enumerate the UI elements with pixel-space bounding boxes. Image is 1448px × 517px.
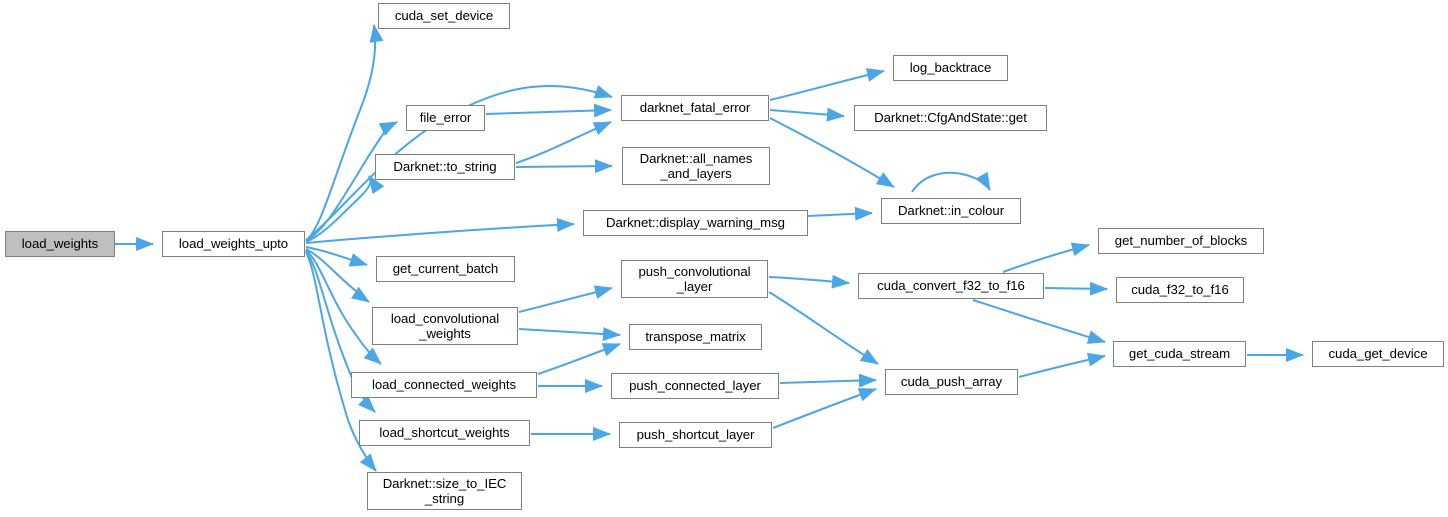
graph-node-file_error[interactable]: file_error [406,105,485,131]
graph-edge-push_connected_layer-to-cuda_push_array [779,373,877,388]
graph-edge-push_convolutional_layer-to-cuda_convert_f32_to_f16 [768,274,850,289]
graph-node-push_connected_layer[interactable]: push_connected_layer [611,373,779,399]
graph-node-Darknet::to_string[interactable]: Darknet::to_string [375,154,515,180]
graph-node-load_convolutional_weights[interactable]: load_convolutional _weights [372,307,518,345]
graph-edge-load_weights_upto-to-file_error [305,121,398,242]
graph-edge-load_convolutional_weights-to-push_convolutional_layer [518,285,613,313]
graph-node-load_connected_weights[interactable]: load_connected_weights [351,372,537,398]
graph-edge-cuda_convert_f32_to_f16-to-get_cuda_stream [972,299,1106,344]
graph-node-Darknet::display_warning_msg[interactable]: Darknet::display_warning_msg [583,210,808,236]
graph-node-label: log_backtrace [909,60,992,76]
graph-node-get_current_batch[interactable]: get_current_batch [376,256,515,282]
graph-edge-load_connected_weights-to-transpose_matrix [537,343,621,375]
graph-node-cuda_convert_f32_to_f16[interactable]: cuda_convert_f32_to_f16 [858,273,1044,299]
graph-node-cuda_get_device[interactable]: cuda_get_device [1312,341,1444,367]
graph-node-log_backtrace[interactable]: log_backtrace [893,55,1008,81]
graph-edge-darknet_fatal_error-to-Darknet::CfgAndState::get [769,107,845,122]
graph-node-label: load_convolutional _weights [390,310,500,342]
graph-edge-Darknet::in_colour-to-Darknet::in_colour [911,171,991,193]
graph-node-label: get_number_of_blocks [1114,233,1248,249]
graph-edge-file_error-to-darknet_fatal_error [485,103,612,118]
graph-node-get_cuda_stream[interactable]: get_cuda_stream [1113,341,1246,367]
graph-edge-load_weights_upto-to-cuda_set_device [305,24,384,242]
graph-edge-load_weights_upto-to-load_convolutional_weights [305,248,370,303]
graph-node-label: transpose_matrix [645,329,746,345]
graph-node-label: load_weights [21,236,99,252]
graph-node-label: Darknet::to_string [393,159,497,175]
graph-edge-load_weights_upto-to-get_current_batch [305,246,368,267]
graph-edge-load_weights_upto-to-load_connected_weights [305,249,382,365]
graph-node-push_convolutional_layer[interactable]: push_convolutional _layer [621,260,768,298]
graph-node-load_weights[interactable]: load_weights [5,231,115,257]
graph-edge-darknet_fatal_error-to-log_backtrace [769,68,885,101]
graph-edge-load_weights_upto-to-Darknet::to_string [305,175,385,243]
graph-node-cuda_push_array[interactable]: cuda_push_array [885,369,1018,395]
graph-edge-Darknet::to_string-to-darknet_fatal_error [515,121,612,164]
graph-node-label: load_connected_weights [371,377,517,393]
graph-node-label: get_current_batch [392,261,499,277]
graph-node-Darknet::CfgAndState::get[interactable]: Darknet::CfgAndState::get [854,105,1047,131]
graph-node-label: Darknet::size_to_IEC _string [382,475,507,507]
graph-node-load_shortcut_weights[interactable]: load_shortcut_weights [359,420,530,446]
graph-node-transpose_matrix[interactable]: transpose_matrix [629,324,762,350]
graph-edge-push_shortcut_layer-to-cuda_push_array [772,388,877,429]
graph-edge-cuda_convert_f32_to_f16-to-cuda_f32_to_f16 [1044,281,1108,296]
graph-node-label: file_error [419,110,472,126]
graph-node-label: cuda_get_device [1328,346,1428,362]
graph-edge-load_weights_upto-to-Darknet::display_warning_msg [305,217,575,244]
graph-node-Darknet::in_colour[interactable]: Darknet::in_colour [881,198,1021,224]
graph-edge-Darknet::display_warning_msg-to-Darknet::in_colour [807,206,873,221]
graph-node-label: push_connected_layer [629,378,761,394]
graph-node-cuda_set_device[interactable]: cuda_set_device [378,3,510,29]
graph-node-label: Darknet::all_names _and_layers [639,150,753,182]
graph-node-label: cuda_convert_f32_to_f16 [877,278,1025,294]
graph-node-Darknet::all_names_and_layers[interactable]: Darknet::all_names _and_layers [622,147,770,185]
graph-edge-Darknet::to_string-to-Darknet::all_names_and_layers [515,159,613,174]
graph-node-label: cuda_push_array [900,374,1003,390]
graph-edge-cuda_push_array-to-get_cuda_stream [1018,352,1106,378]
graph-node-load_weights_upto[interactable]: load_weights_upto [162,231,305,257]
graph-edge-cuda_convert_f32_to_f16-to-get_number_of_blocks [1002,242,1090,273]
graph-node-label: Darknet::CfgAndState::get [874,110,1027,126]
graph-node-label: push_shortcut_layer [636,427,755,443]
graph-node-label: Darknet::in_colour [897,203,1005,219]
graph-node-cuda_f32_to_f16[interactable]: cuda_f32_to_f16 [1116,277,1244,303]
graph-node-label: load_weights_upto [178,236,289,252]
graph-edge-load_convolutional_weights-to-transpose_matrix [518,326,621,341]
graph-edge-push_convolutional_layer-to-cuda_push_array [768,291,879,365]
graph-node-label: darknet_fatal_error [639,100,751,116]
graph-node-push_shortcut_layer[interactable]: push_shortcut_layer [619,422,772,448]
graph-node-label: get_cuda_stream [1128,346,1231,362]
graph-node-label: push_convolutional _layer [638,263,751,295]
graph-node-get_number_of_blocks[interactable]: get_number_of_blocks [1098,228,1264,254]
graph-node-darknet_fatal_error[interactable]: darknet_fatal_error [621,95,769,121]
graph-node-label: cuda_f32_to_f16 [1131,282,1229,298]
graph-node-Darknet::size_to_IEC_string[interactable]: Darknet::size_to_IEC _string [367,472,522,510]
graph-node-label: load_shortcut_weights [379,425,510,441]
graph-node-label: cuda_set_device [394,8,494,24]
graph-node-label: Darknet::display_warning_msg [606,215,785,231]
